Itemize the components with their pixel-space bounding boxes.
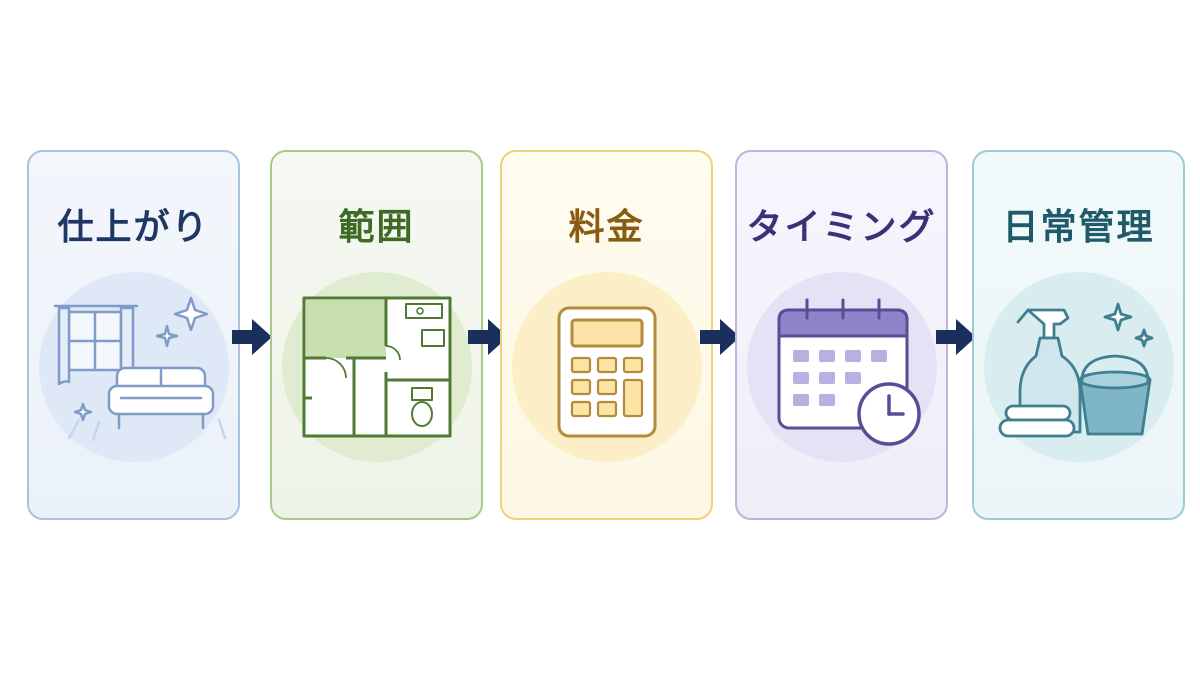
step-card-scope: 範囲	[270, 150, 483, 520]
arrow-right-icon	[936, 319, 976, 355]
step-title-daily-care: 日常管理	[1002, 207, 1155, 248]
cleaning-supplies-icon	[998, 302, 1153, 438]
arrow-right-icon	[468, 319, 508, 355]
floor-plan-icon	[302, 296, 451, 438]
room-sofa-icon	[53, 296, 226, 442]
arrow-right-icon	[700, 319, 740, 355]
calendar-clock-icon	[777, 298, 921, 446]
step-card-timing: タイミング	[735, 150, 948, 520]
step-title-price: 料金	[568, 207, 645, 248]
step-title-scope: 範囲	[338, 207, 415, 248]
step-card-finish: 仕上がり	[27, 150, 240, 520]
calculator-icon	[557, 306, 656, 438]
step-title-timing: タイミング	[746, 207, 937, 248]
step-card-daily-care: 日常管理	[972, 150, 1185, 520]
step-title-finish: 仕上がり	[57, 207, 210, 248]
arrow-right-icon	[232, 319, 272, 355]
step-card-price: 料金	[500, 150, 713, 520]
